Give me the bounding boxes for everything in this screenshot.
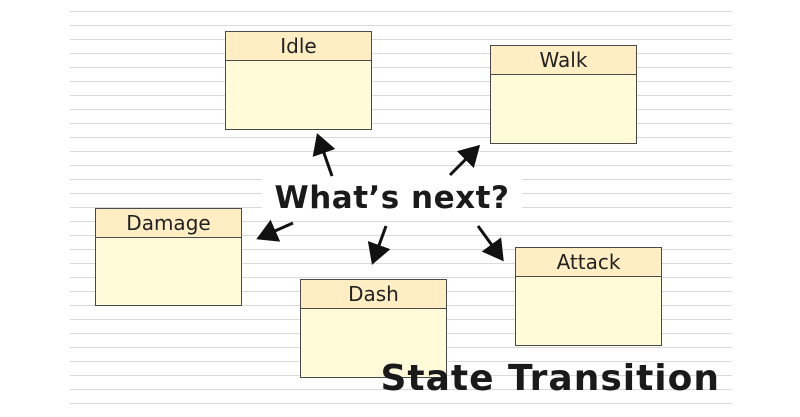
arrow-to-walk: [448, 144, 481, 177]
arrow-to-damage: [256, 219, 294, 242]
state-label-idle: Idle: [226, 32, 371, 61]
state-box-dash: Dash: [300, 279, 447, 378]
state-box-walk: Walk: [490, 45, 637, 144]
state-label-attack: Attack: [516, 248, 661, 277]
center-question-label: What’s next?: [262, 178, 522, 218]
state-box-idle: Idle: [225, 31, 372, 130]
state-label-dash: Dash: [301, 280, 446, 309]
arrow-to-attack: [476, 225, 504, 262]
state-label-walk: Walk: [491, 46, 636, 75]
state-label-damage: Damage: [96, 209, 241, 238]
state-box-attack: Attack: [515, 247, 662, 346]
diagram-title: State Transition: [380, 358, 720, 399]
arrow-to-dash: [367, 225, 391, 265]
arrow-to-idle: [312, 133, 336, 177]
state-box-damage: Damage: [95, 208, 242, 306]
